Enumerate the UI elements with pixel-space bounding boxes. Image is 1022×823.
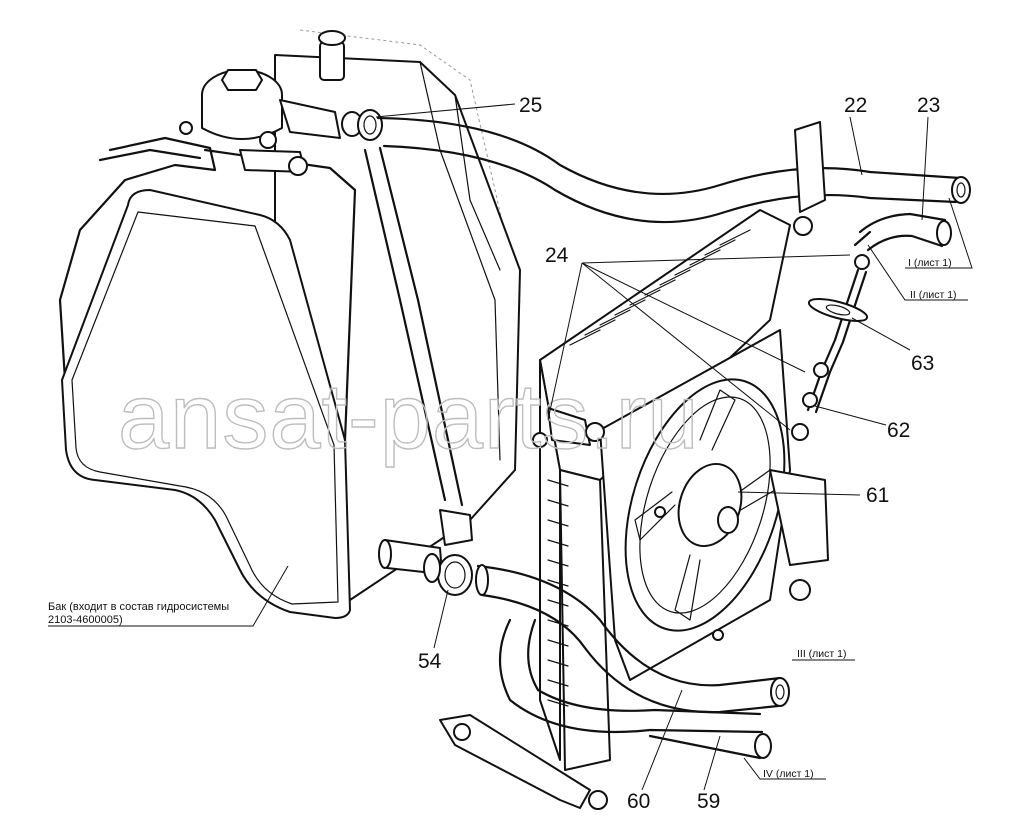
clamp-25 bbox=[357, 109, 383, 141]
callout-62: 62 bbox=[887, 419, 910, 442]
tank-note-line-2: 2103-4600005) bbox=[48, 614, 123, 626]
callout-22: 22 bbox=[844, 94, 867, 117]
leader-lines bbox=[48, 103, 973, 791]
fan-61 bbox=[624, 378, 829, 641]
watermark: ansat-parts.ru bbox=[118, 366, 700, 468]
callout-23: 23 bbox=[917, 94, 940, 117]
sheet-ref-ii: II (лист 1) bbox=[910, 289, 957, 301]
callout-61: 61 bbox=[866, 484, 889, 507]
callout-60: 60 bbox=[627, 790, 650, 813]
callout-25: 25 bbox=[519, 94, 542, 117]
hose-59 bbox=[498, 618, 772, 760]
grommet-63 bbox=[807, 298, 869, 322]
callout-54: 54 bbox=[418, 650, 442, 673]
sheet-ref-iv: IV (лист 1) bbox=[763, 768, 814, 780]
callout-63: 63 bbox=[911, 352, 934, 375]
hydraulic-tank bbox=[58, 29, 521, 619]
sheet-ref-iii: III (лист 1) bbox=[797, 648, 846, 660]
clamp-54 bbox=[423, 553, 473, 596]
callout-59: 59 bbox=[697, 790, 720, 813]
sheet-ref-i: I (лист 1) bbox=[908, 257, 952, 269]
tank-note-line-1: Бак (входит в состав гидросистемы bbox=[48, 601, 229, 613]
sensor-tube-62 bbox=[791, 254, 870, 441]
hose-60 bbox=[475, 564, 790, 714]
hose-23 bbox=[853, 212, 952, 252]
callout-24: 24 bbox=[545, 244, 569, 267]
